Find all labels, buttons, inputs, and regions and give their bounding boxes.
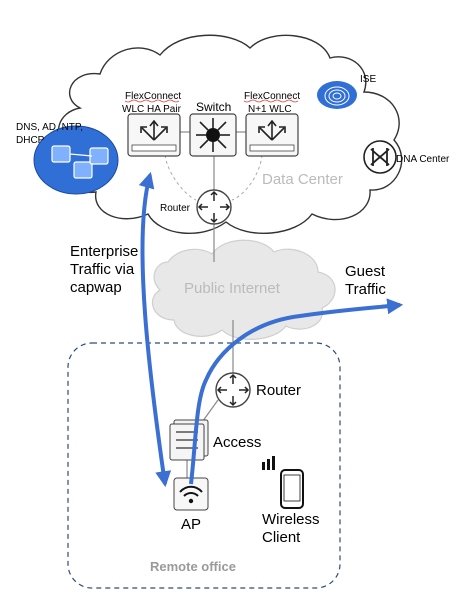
enterprise-label-line3: capwap: [70, 279, 122, 296]
enterprise-label-line2: Traffic via: [70, 261, 135, 278]
guest-label-line1: Guest: [345, 263, 386, 280]
access-switch-icon: [169, 419, 209, 461]
enterprise-flow-arrow: [138, 171, 172, 488]
wireless-label-line1: Wireless: [262, 511, 320, 528]
enterprise-label-line1: Enterprise: [70, 243, 138, 260]
router-remote-label: Router: [256, 382, 301, 399]
dna-center-icon: [363, 140, 397, 174]
router-icon: [215, 372, 251, 408]
guest-flow-arrow: [189, 298, 404, 485]
controller-icon: [245, 113, 299, 157]
spellcheck-underline: [124, 99, 180, 103]
flex-left-label-line2: WLC HA Pair: [122, 104, 182, 115]
controller-icon: [127, 113, 181, 157]
remote-office-label: Remote office: [150, 559, 236, 574]
ise-fingerprint-icon: [317, 81, 357, 109]
flex-right-label-line1: FlexConnect: [244, 91, 300, 102]
data-center-label: Data Center: [262, 171, 343, 188]
wireless-label-line2: Client: [262, 529, 301, 546]
dns-label-line2: DHCP: [16, 135, 45, 146]
dns-server-icon: [33, 125, 119, 195]
dc-dashed-link: [164, 154, 263, 201]
switch-label: Switch: [196, 100, 231, 114]
flex-left-label-line1: FlexConnect: [125, 91, 181, 102]
spellcheck-underline: [243, 99, 299, 103]
dns-label-line1: DNS, AD, NTP,: [16, 122, 83, 133]
mobile-phone-icon: [280, 469, 304, 509]
connection-lines: [180, 131, 246, 480]
access-label: Access: [213, 434, 261, 451]
flex-right-label-line2: N+1 WLC: [248, 104, 292, 115]
remote-office-box: [67, 342, 341, 589]
router-icon: [196, 189, 232, 225]
signal-icon: [262, 456, 275, 470]
switch-icon: [189, 113, 237, 157]
router-dc-label: Router: [160, 203, 191, 214]
ise-label: ISE: [360, 74, 376, 85]
public-internet-label: Public Internet: [184, 280, 281, 297]
guest-label-line2: Traffic: [345, 281, 386, 298]
dna-center-label: DNA Center: [396, 154, 450, 165]
ap-label: AP: [181, 516, 201, 533]
